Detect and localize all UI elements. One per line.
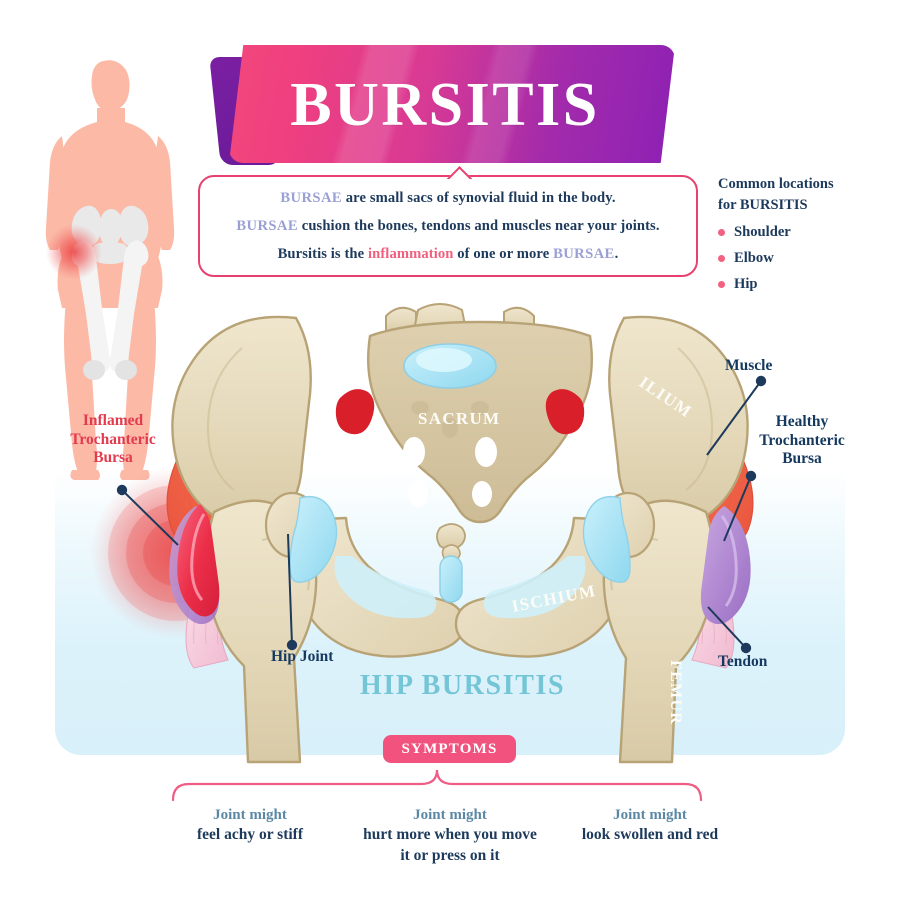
list-item: Hip xyxy=(718,276,893,293)
title-banner: BURSITIS xyxy=(209,45,675,165)
symptom-2-text: hurt more when you move xyxy=(363,826,537,844)
bone-label-sacrum: SACRUM xyxy=(418,409,500,428)
description-card-notch xyxy=(447,163,473,179)
symptom-3-prefix: Joint might xyxy=(613,807,687,823)
bullet-icon xyxy=(718,255,725,263)
callout-healthy-line1: Healthy xyxy=(775,413,829,430)
common-locations-heading-line1: Common locations xyxy=(718,176,834,192)
page-title: BURSITIS xyxy=(290,70,600,139)
silhouette-inflammation-glow xyxy=(46,224,102,280)
symptom-item-2: Joint might hurt more when you move it o… xyxy=(350,805,550,867)
symptom-1-text: feel achy or stiff xyxy=(196,826,304,844)
symptom-item-1: Joint might feel achy or stiff xyxy=(150,805,350,867)
list-item: Elbow xyxy=(718,250,893,267)
bullet-icon xyxy=(718,281,725,289)
common-location-elbow: Elbow xyxy=(734,250,774,267)
callout-inflamed-trochanteric-bursa: Inflamed Trochanteric Bursa xyxy=(48,412,178,468)
description-line-3-text-b: of one or more xyxy=(457,246,550,262)
inflammation-term: inflammation xyxy=(367,246,454,262)
bone-label-ilium: ILIUM xyxy=(636,373,696,422)
sacroiliac-marker-left xyxy=(335,389,375,435)
description-line-1-text: are small sacs of synovial fluid in the … xyxy=(345,189,616,206)
symptoms-list: Joint might feel achy or stiff Joint mig… xyxy=(150,805,750,867)
callout-tendon: Tendon xyxy=(718,653,768,670)
description-line-3: Bursitis is the inflammation of one or m… xyxy=(278,240,619,268)
symptoms-badge: SYMPTOMS xyxy=(383,735,516,763)
description-line-3-text-a: Bursitis is the xyxy=(277,246,365,262)
silhouette-femurs xyxy=(71,240,149,380)
sacral-disc xyxy=(403,343,497,389)
symptom-3-text: look swollen and red xyxy=(581,826,719,844)
symptom-item-3: Joint might look swollen and red xyxy=(550,805,750,867)
callout-healthy-trochanteric-bursa: Healthy Trochanteric Bursa xyxy=(742,413,862,469)
callout-inflamed-line2: Trochanteric xyxy=(70,430,156,448)
common-locations-heading-line2: for BURSITIS xyxy=(718,196,808,213)
description-line-1: BURSAE are small sacs of synovial fluid … xyxy=(280,184,615,212)
description-card: BURSAE are small sacs of synovial fluid … xyxy=(198,175,698,277)
bursae-term-3: BURSAE xyxy=(553,246,615,262)
common-locations-list: Common locations for BURSITIS Shoulder E… xyxy=(718,174,893,293)
callout-inflamed-line3: Bursa xyxy=(93,449,133,467)
bullet-icon xyxy=(718,229,725,237)
silhouette-bones xyxy=(71,205,149,264)
symptom-2-text-line2: it or press on it xyxy=(400,847,500,865)
bursae-term-1: BURSAE xyxy=(280,189,343,206)
bursae-term-2: BURSAE xyxy=(236,217,299,234)
callout-muscle: Muscle xyxy=(725,357,773,374)
banner-body xyxy=(229,45,675,163)
common-locations-heading: Common locations for BURSITIS xyxy=(718,174,893,215)
common-location-shoulder: Shoulder xyxy=(734,224,791,241)
sacroiliac-marker-right xyxy=(545,389,585,435)
list-item: Shoulder xyxy=(718,224,893,241)
description-line-2-text: cushion the bones, tendons and muscles n… xyxy=(301,217,660,234)
common-location-hip: Hip xyxy=(734,276,758,293)
callout-hip-joint: Hip Joint xyxy=(271,648,334,665)
symptom-1-prefix: Joint might xyxy=(213,807,287,823)
callout-healthy-line2: Trochanteric xyxy=(759,431,845,449)
diagram-background-panel xyxy=(55,470,845,755)
description-line-2: BURSAE cushion the bones, tendons and mu… xyxy=(236,212,659,240)
description-line-3-period: . xyxy=(614,246,619,262)
symptom-2-prefix: Joint might xyxy=(413,807,487,823)
callout-healthy-line3: Bursa xyxy=(782,450,822,468)
callout-inflamed-line1: Inflamed xyxy=(82,412,144,429)
